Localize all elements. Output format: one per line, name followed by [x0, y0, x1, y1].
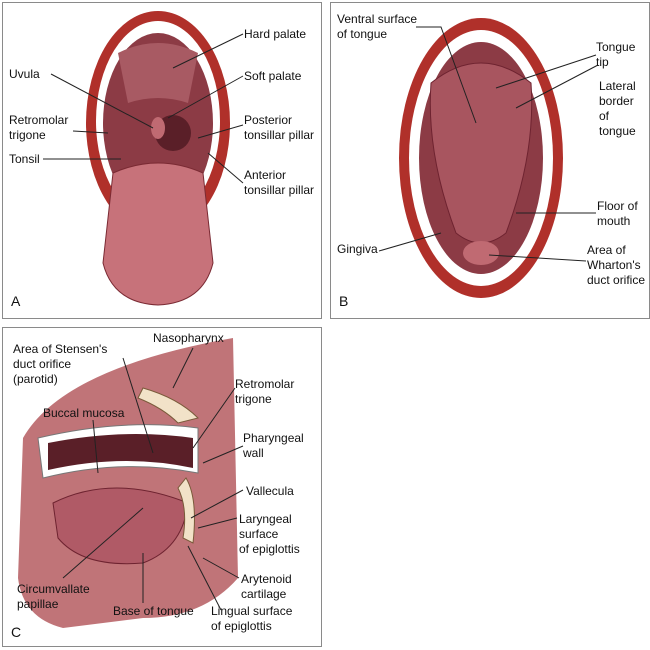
panel-letter-c: C [11, 624, 22, 640]
leader-lines [378, 26, 599, 262]
leader-lines [62, 347, 244, 611]
epiglottis [177, 477, 195, 544]
ventral-tongue [429, 62, 533, 244]
label-soft-palate: Soft palate [244, 69, 302, 83]
label-ventral-surface-of-tongue: Ventral surface of tongue [337, 12, 418, 41]
label-posterior-tonsillar-pillar: Posterior tonsillar pillar [244, 113, 315, 142]
tongue [52, 487, 189, 565]
label-laryngeal-surface-of-epiglottis: Laryngeal surface of epiglottis [239, 512, 300, 556]
panel-a-illustration [43, 11, 244, 306]
label-vallecula: Vallecula [246, 484, 294, 498]
label-retromolar-trigone: Retromolar trigone [235, 377, 295, 406]
label-arytenoid-cartilage: Arytenoid cartilage [241, 572, 292, 601]
label-gingiva: Gingiva [337, 242, 378, 256]
nasopharynx-bone [137, 387, 199, 424]
label-stensen-duct-orifice: Area of Stensen's duct orifice (parotid) [13, 342, 108, 386]
label-pharyngeal-wall: Pharyngeal wall [243, 431, 304, 460]
label-circumvallate-papillae: Circumvallate papillae [17, 582, 90, 611]
hard-palate [118, 43, 198, 103]
label-wharton-duct-orifice: Area of Wharton's duct orifice [587, 243, 646, 287]
label-nasopharynx: Nasopharynx [153, 331, 224, 345]
label-lingual-surface-of-epiglottis: Lingual surface of epiglottis [211, 604, 293, 633]
label-hard-palate: Hard palate [244, 27, 307, 41]
label-tonsil: Tonsil [9, 152, 40, 166]
label-retromolar-trigone: Retromolar trigone [9, 113, 69, 142]
tongue [102, 162, 214, 306]
label-base-of-tongue: Base of tongue [113, 604, 194, 618]
panel-b-illustration [378, 18, 599, 298]
label-floor-of-mouth: Floor of mouth [597, 199, 638, 228]
label-uvula: Uvula [9, 67, 40, 81]
label-lateral-border-of-tongue: Lateral border of tongue [599, 79, 636, 138]
panel-letter-b: B [339, 293, 349, 309]
panel-b-ventral-tongue: Ventral surface of tongue Tongue tip Lat… [330, 2, 650, 319]
label-buccal-mucosa: Buccal mucosa [43, 406, 125, 420]
frenulum [463, 241, 499, 265]
leader-lines [43, 33, 244, 184]
label-tongue-tip: Tongue tip [596, 40, 636, 69]
uvula [151, 117, 165, 139]
panel-c-lateral-oral-cavity: Nasopharynx Area of Stensen's duct orifi… [2, 327, 322, 647]
panel-c-illustration [18, 338, 244, 628]
label-anterior-tonsillar-pillar: Anterior tonsillar pillar [244, 168, 315, 197]
oral-cavity [48, 434, 193, 470]
panel-a-oral-cavity-frontal: Hard palate Uvula Soft palate Retromolar… [2, 2, 322, 319]
panel-letter-a: A [11, 293, 21, 309]
